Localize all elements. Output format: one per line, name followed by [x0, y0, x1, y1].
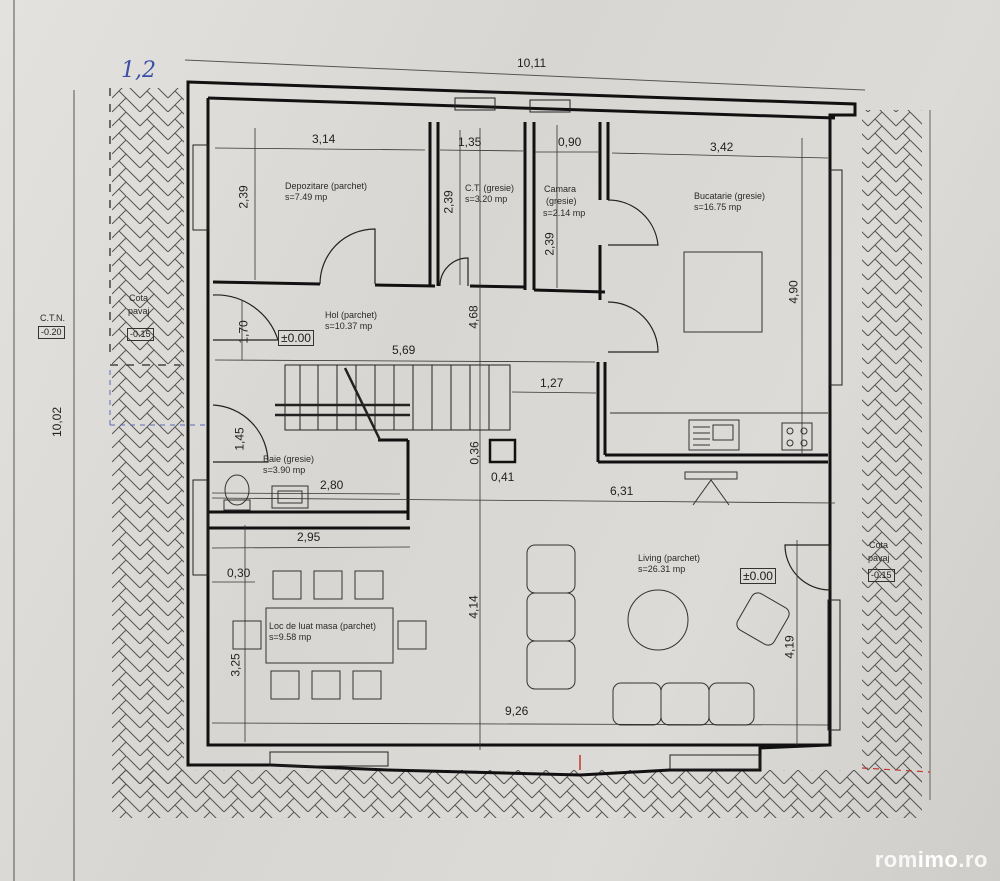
dim-camara-w: 0,90 — [558, 135, 582, 149]
room-baie-name: Baie (gresie) — [263, 454, 315, 464]
dim-hol-h: 1,70 — [236, 320, 251, 344]
dim-bucatarie-w: 3,42 — [710, 140, 734, 154]
handwritten-note: 1,2 — [121, 58, 156, 83]
dim-column-h: 0,36 — [467, 441, 482, 465]
dim-depozitare-h: 2,39 — [236, 185, 251, 209]
cota-pavaj-right-label1: Cota — [869, 540, 889, 550]
dim-baie-w: 2,80 — [320, 478, 344, 492]
room-ct-area: s=3.20 mp — [465, 194, 508, 204]
dim-column-w: 0,41 — [491, 470, 515, 484]
room-living-name: Living (parchet) — [638, 553, 701, 563]
room-hol-name: Hol (parchet) — [325, 310, 378, 320]
watermark-part1: rom — [874, 847, 918, 872]
ctn-value: -0.20 — [38, 326, 65, 339]
overall-width: 10,11 — [517, 56, 547, 70]
dim-camara-h: 2,39 — [542, 232, 557, 256]
room-bucatarie-area: s=16.75 mp — [694, 202, 742, 212]
dim-ct-h: 2,39 — [441, 190, 456, 214]
room-ct-name: C.T. (gresie) — [465, 183, 515, 193]
cota-pavaj-right-label2: pavaj — [868, 553, 890, 563]
dim-passage: 1,27 — [540, 376, 564, 390]
room-hol-area: s=10.37 mp — [325, 321, 373, 331]
ctn-label: C.T.N. — [40, 313, 66, 323]
cota-pavaj-right-value: -0.15 — [868, 569, 895, 582]
dim-ct-w: 1,35 — [458, 135, 482, 149]
pavement-bottom — [112, 770, 922, 818]
pavement-left — [112, 88, 184, 788]
dim-bucatarie-h: 4,90 — [786, 280, 801, 304]
overall-height: 10,02 — [50, 406, 65, 438]
room-bucatarie-name: Bucatarie (gresie) — [694, 191, 766, 201]
dim-living-h: 4,19 — [782, 635, 797, 659]
pavement-right — [862, 110, 922, 790]
room-living-area: s=26.31 mp — [638, 564, 686, 574]
dim-hol-w: 5,69 — [392, 343, 416, 357]
watermark-part2: imo — [917, 847, 959, 872]
room-camara-name: Camara — [544, 184, 577, 194]
dim-depozitare-w: 3,14 — [312, 132, 336, 146]
dim-bottom-w: 9,26 — [505, 704, 529, 718]
cota-pavaj-left-value: -0.15 — [127, 328, 154, 341]
level-marker-hol: ±0.00 — [278, 330, 314, 346]
cota-pavaj-left-label2: pavaj — [128, 306, 150, 316]
watermark-part3: .ro — [958, 847, 988, 872]
dim-dining-h: 3,25 — [228, 653, 243, 677]
room-camara-name2: (gresie) — [546, 196, 577, 206]
room-depozitare-name: Depozitare (parchet) — [285, 181, 368, 191]
level-marker-living: ±0.00 — [740, 568, 776, 584]
room-camara-area: s=2.14 mp — [543, 208, 586, 218]
cota-pavaj-left-label1: Cota — [129, 293, 149, 303]
room-baie-area: s=3.90 mp — [263, 465, 306, 475]
room-dining-area: s=9.58 mp — [269, 632, 312, 642]
dim-baie-h: 1,45 — [232, 427, 247, 451]
watermark-logo: romimo.ro — [875, 847, 988, 873]
dim-dining-w: 2,95 — [297, 530, 321, 544]
dim-middle-h: 4,14 — [466, 595, 481, 619]
dim-living-w: 6,31 — [610, 484, 634, 498]
dim-hol-vertical: 4,68 — [466, 305, 481, 329]
room-dining-name: Loc de luat masa (parchet) — [269, 621, 377, 631]
room-depozitare-area: s=7.49 mp — [285, 192, 328, 202]
dim-dining-offset: 0,30 — [227, 566, 251, 580]
